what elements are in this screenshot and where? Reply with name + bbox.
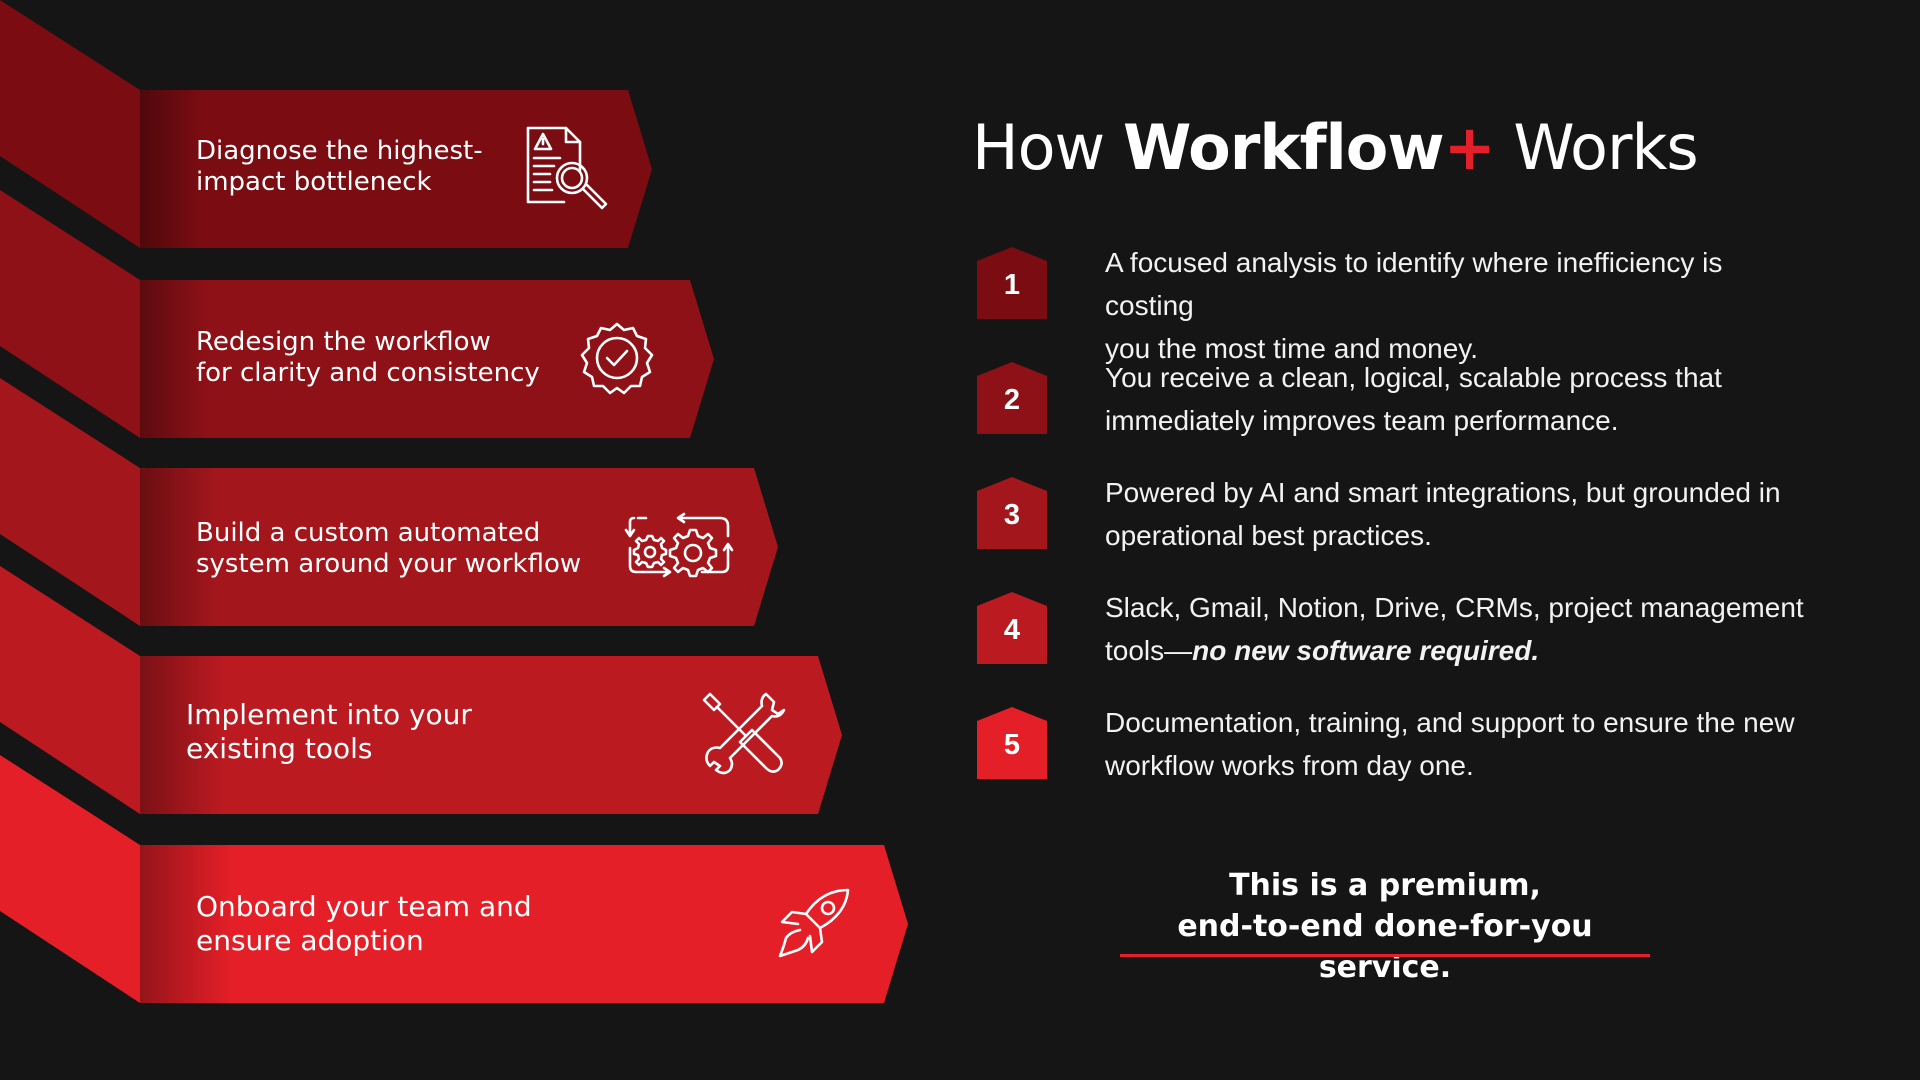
step-5-stripe [0, 755, 140, 1003]
item-3-badge: 3 [977, 477, 1047, 549]
item-5-badge: 5 [977, 707, 1047, 779]
wrench-screwdriver-icon [702, 692, 786, 775]
step-3-stripe [0, 378, 140, 626]
step-3-shade [140, 468, 778, 626]
step-2-stripe [0, 190, 140, 438]
document-search-icon [526, 126, 608, 210]
premium-service-statement: This is a premium, end-to-end done-for-y… [1177, 868, 1593, 985]
no-new-software-emphasis: no new software required. [1192, 635, 1540, 666]
badge-check-icon [580, 322, 654, 395]
step-1-stripe [0, 0, 140, 248]
item-5-text: Documentation, training, and support to … [1105, 707, 1795, 781]
gears-cycle-icon [624, 512, 734, 578]
item-3-text: Powered by AI and smart integrations, bu… [1105, 477, 1781, 551]
step-1-shade [140, 90, 652, 248]
item-2-badge: 2 [977, 362, 1047, 434]
item-2-text: You receive a clean, logical, scalable p… [1105, 362, 1722, 436]
footer-underline [1120, 954, 1650, 957]
step-4-shade [140, 656, 842, 814]
item-4-badge: 4 [977, 592, 1047, 664]
step-1-label: Diagnose the highest-impact bottleneck [196, 136, 483, 197]
item-4-text: Slack, Gmail, Notion, Drive, CRMs, proje… [1105, 592, 1804, 666]
step-2-shade [140, 280, 714, 438]
brand-plus-mark: + [1443, 111, 1496, 184]
step-5-shade [140, 845, 908, 1003]
step-4-stripe [0, 566, 140, 814]
item-1-badge: 1 [977, 247, 1047, 319]
item-1-text: A focused analysis to identify where ine… [1105, 247, 1723, 364]
rocket-icon [778, 888, 850, 958]
page-title: How Workflow+ Works [972, 111, 1699, 184]
